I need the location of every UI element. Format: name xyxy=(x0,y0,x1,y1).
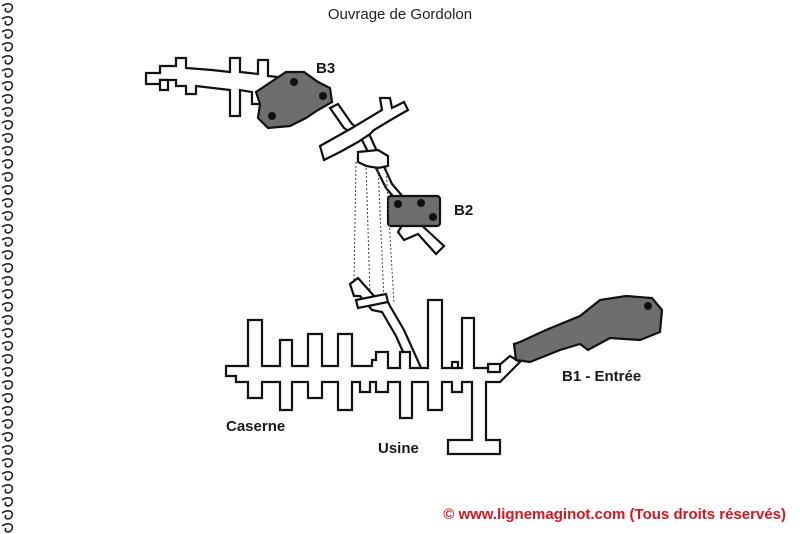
spiral-loop xyxy=(1,68,14,78)
spiral-loop xyxy=(1,211,14,221)
b2-turret xyxy=(394,200,402,208)
upper-galleries xyxy=(318,96,410,204)
spiral-binding xyxy=(1,3,14,533)
spiral-loop xyxy=(1,120,14,130)
spiral-loop xyxy=(1,315,14,325)
spiral-loop xyxy=(1,276,14,286)
spiral-loop xyxy=(1,159,14,169)
b3-turrets xyxy=(268,78,327,120)
spiral-loop xyxy=(1,94,14,104)
spiral-loop xyxy=(1,42,14,52)
main-galleries xyxy=(224,276,522,456)
spiral-loop xyxy=(1,471,14,481)
spiral-loop xyxy=(1,523,14,533)
label-b1-entree: B1 - Entrée xyxy=(562,368,642,385)
inclined-shafts xyxy=(353,161,395,305)
label-b2: B2 xyxy=(454,202,474,219)
spiral-loop xyxy=(1,302,14,312)
spiral-loop xyxy=(1,198,14,208)
spiral-loop xyxy=(1,328,14,338)
label-b3: B3 xyxy=(316,60,336,77)
spiral-loop xyxy=(1,29,14,39)
spiral-loop xyxy=(1,3,14,13)
spiral-loop xyxy=(1,81,14,91)
b2-turret xyxy=(429,213,437,221)
b2-turrets xyxy=(394,199,437,221)
diagram-title: Ouvrage de Gordolon xyxy=(327,6,473,23)
spiral-loop xyxy=(1,16,14,26)
label-caserne: Caserne xyxy=(226,418,286,435)
spiral-loop xyxy=(1,367,14,377)
spiral-loop xyxy=(1,185,14,195)
spiral-loop xyxy=(1,458,14,468)
spiral-loop xyxy=(1,393,14,403)
b3-turret xyxy=(319,92,327,100)
spiral-loop xyxy=(1,55,14,65)
spiral-loop xyxy=(1,263,14,273)
b2-block xyxy=(386,194,442,228)
spiral-loop xyxy=(1,107,14,117)
spiral-loop xyxy=(1,432,14,442)
spiral-loop xyxy=(1,237,14,247)
spiral-loop xyxy=(1,133,14,143)
b2-turret xyxy=(417,199,425,207)
spiral-loop xyxy=(1,250,14,260)
b3-turret xyxy=(268,112,276,120)
b1-block xyxy=(512,294,664,364)
spiral-loop xyxy=(1,406,14,416)
spiral-loop xyxy=(1,484,14,494)
spiral-loop xyxy=(1,497,14,507)
spiral-loop xyxy=(1,341,14,351)
label-usine: Usine xyxy=(378,440,419,457)
spiral-loop xyxy=(1,354,14,364)
spiral-loop xyxy=(1,224,14,234)
b3-turret xyxy=(290,78,298,86)
spiral-loop xyxy=(1,146,14,156)
copyright-notice: © www.lignemaginot.com (Tous droits rése… xyxy=(443,506,786,523)
spiral-loop xyxy=(1,510,14,520)
spiral-loop xyxy=(1,419,14,429)
spiral-loop xyxy=(1,445,14,455)
spiral-loop xyxy=(1,172,14,182)
b1-turret xyxy=(644,302,652,310)
spiral-loop xyxy=(1,380,14,390)
spiral-loop xyxy=(1,289,14,299)
